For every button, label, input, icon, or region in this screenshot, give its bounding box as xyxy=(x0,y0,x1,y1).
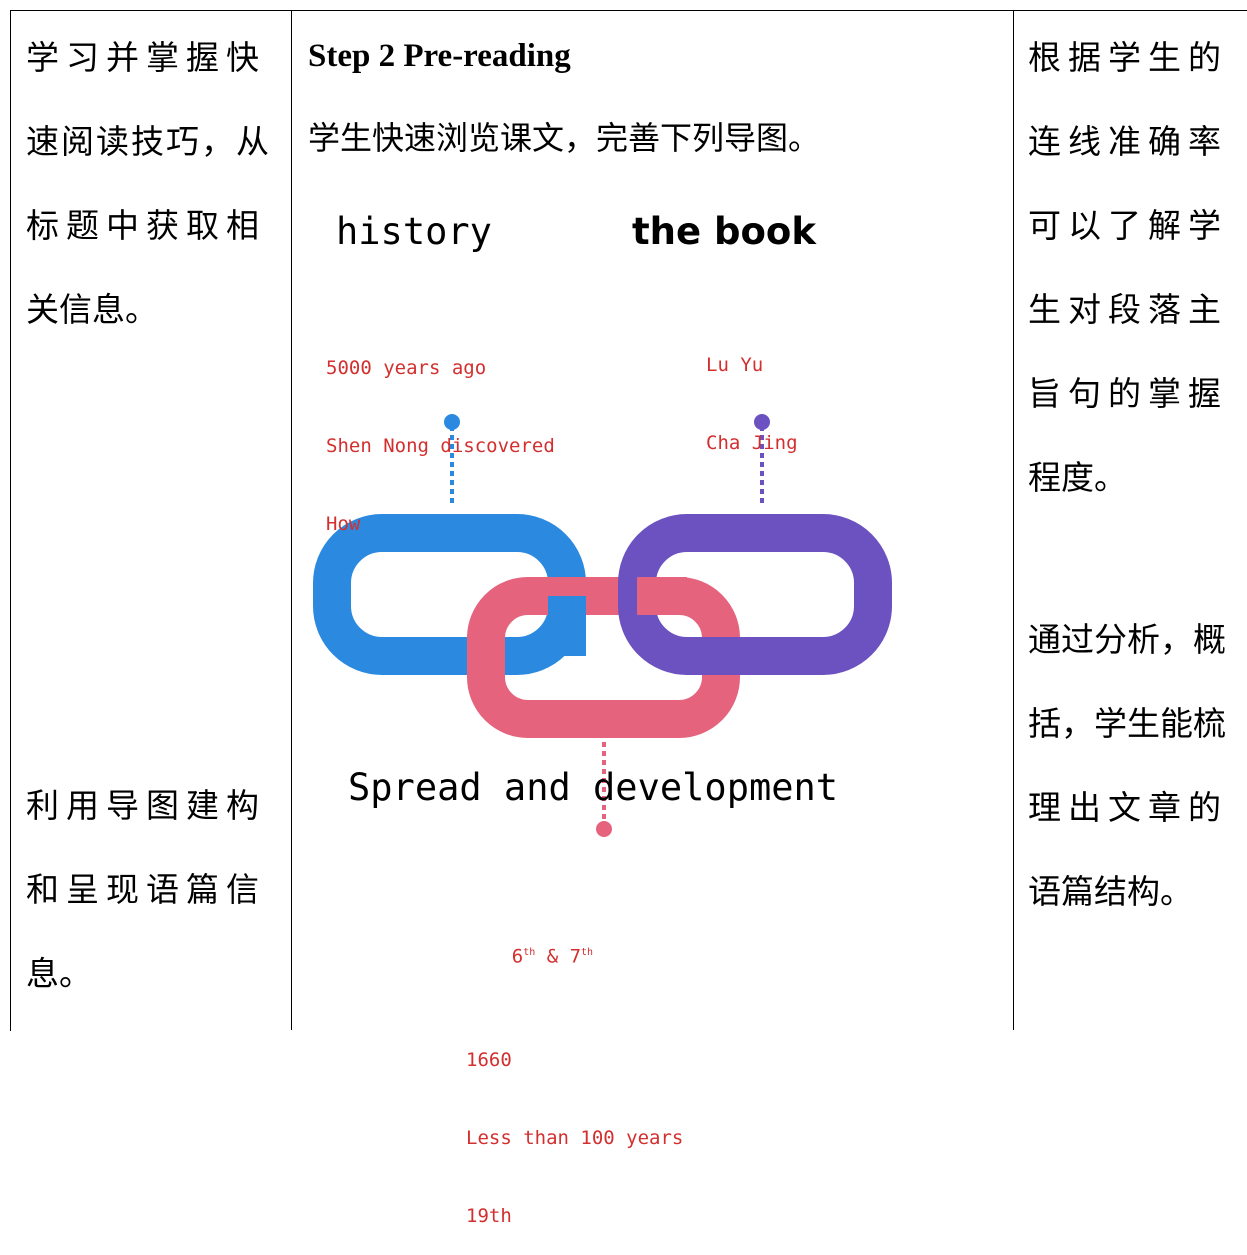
rationale-text-top: 根据学生的 连线准确率 可以了解学 生对段落主 旨句的掌握 程度。 xyxy=(1028,16,1228,520)
rationale-line: 语篇结构。 xyxy=(1028,872,1193,911)
rationale-line: 程度。 xyxy=(1028,458,1127,497)
rationale-line: 可以了解学 xyxy=(1028,206,1228,245)
history-note-line: 5000 years ago xyxy=(326,357,487,379)
rationale-line: 理出文章的 xyxy=(1028,788,1228,827)
objective-line: 关信息。 xyxy=(26,290,158,329)
spread-note-line: 6th & 7th xyxy=(511,945,594,968)
rationale-line: 括，学生能梳 xyxy=(1028,704,1226,743)
book-dot xyxy=(754,414,770,430)
column-divider-1 xyxy=(291,10,292,1030)
pink-overlap-block xyxy=(637,577,687,615)
objective-line: 利用导图建构 xyxy=(26,786,266,825)
book-notes: Lu Yu Cha Jing xyxy=(706,300,798,482)
history-note-line: How xyxy=(326,513,361,535)
objective-text-top: 学习并掌握快 速阅读技巧，从 标题中获取相 关信息。 xyxy=(26,16,271,352)
history-notes: 5000 years ago Shen Nong discovered How xyxy=(326,303,555,563)
book-note-line: Cha Jing xyxy=(706,432,798,454)
table-frame xyxy=(10,10,1247,1031)
spread-label: Spread and development xyxy=(348,766,839,809)
objective-line: 速阅读技巧，从 xyxy=(26,122,271,161)
spread-note-line: 19th xyxy=(466,1205,512,1228)
spread-note-line: 1660 xyxy=(466,1049,512,1072)
objective-line: 学习并掌握快 xyxy=(26,38,266,77)
objective-text-bottom: 利用导图建构 和呈现语篇信 息。 xyxy=(26,764,266,1016)
book-note-line: Lu Yu xyxy=(706,354,764,376)
history-dot xyxy=(444,414,460,430)
objective-line: 息。 xyxy=(26,954,92,993)
step-description: 学生快速浏览课文，完善下列导图。 xyxy=(308,119,821,157)
step-title: Step 2 Pre-reading xyxy=(308,38,571,74)
rationale-line: 根据学生的 xyxy=(1028,38,1228,77)
rationale-line: 连线准确率 xyxy=(1028,122,1228,161)
spread-dot xyxy=(596,821,612,837)
history-label: history xyxy=(336,210,492,253)
spread-notes: 6th & 7th 1660 Less than 100 years 19th xyxy=(466,862,683,1255)
rationale-line: 生对段落主 xyxy=(1028,290,1228,329)
book-label: the book xyxy=(632,210,816,253)
rationale-line: 通过分析，概 xyxy=(1028,620,1226,659)
spread-note-line: Less than 100 years xyxy=(466,1127,684,1150)
history-note-line: Shen Nong discovered xyxy=(326,435,555,457)
objective-line: 标题中获取相 xyxy=(26,206,266,245)
rationale-line: 旨句的掌握 xyxy=(1028,374,1228,413)
rationale-text-bottom: 通过分析，概 括，学生能梳 理出文章的 语篇结构。 xyxy=(1028,598,1228,934)
chain-link-diagram xyxy=(313,414,892,837)
column-divider-2 xyxy=(1013,10,1014,1030)
objective-line: 和呈现语篇信 xyxy=(26,870,266,909)
